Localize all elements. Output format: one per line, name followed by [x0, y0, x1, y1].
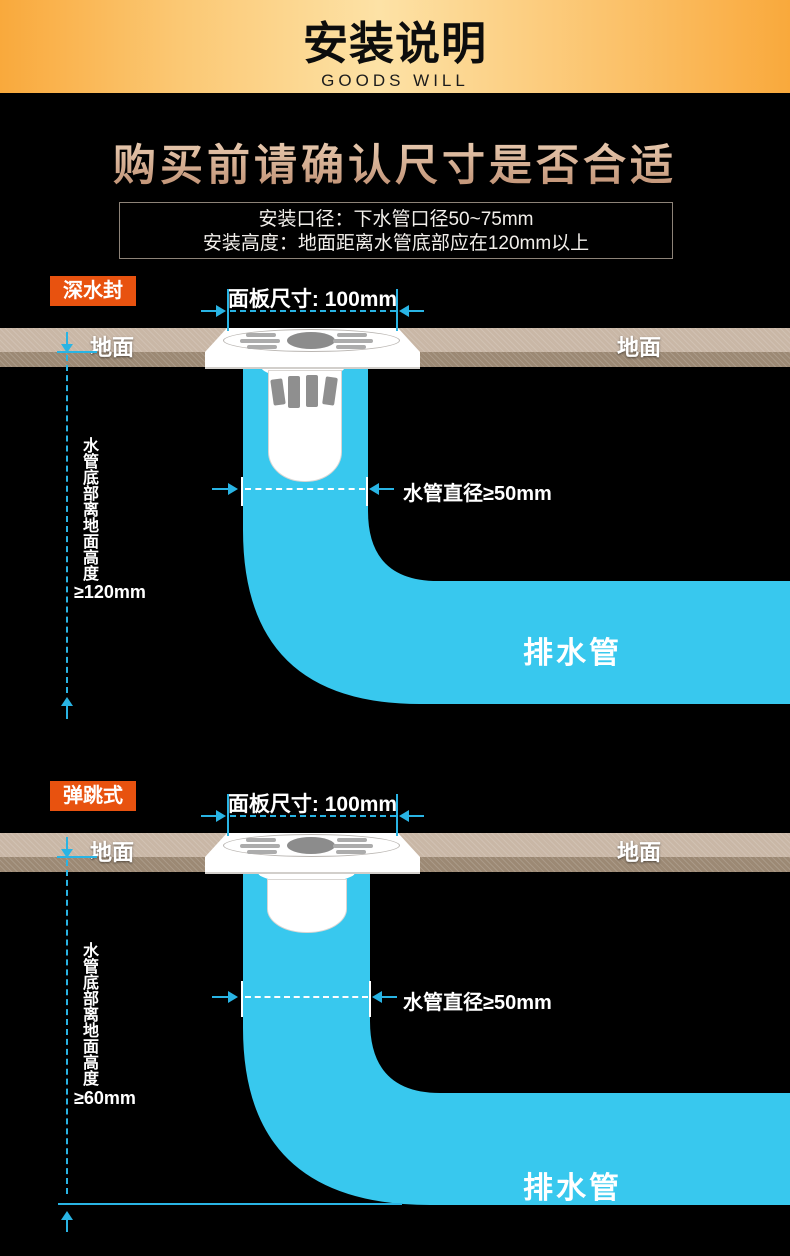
ground-label-right: 地面: [617, 840, 662, 865]
arrow-left-icon: [399, 810, 424, 822]
diameter-dash-line: [245, 996, 368, 998]
core-slot: [322, 376, 338, 406]
grate-slot: [247, 345, 277, 349]
panel-size-dash-line: [230, 815, 396, 817]
arrow-left-icon: [399, 305, 424, 317]
panel-size-label: 面板尺寸: 100mm: [227, 793, 398, 816]
arrow-up-icon: [61, 1211, 73, 1232]
core-slot: [288, 376, 300, 408]
notice-box: 安装口径：下水管口径50~75mm 安装高度：地面距离水管底部应在120mm以上: [119, 202, 673, 259]
drain-panel-front: [205, 857, 420, 874]
drain-core-collar: [258, 872, 355, 883]
height-value: ≥60mm: [74, 1088, 136, 1108]
arrow-up-icon: [61, 697, 73, 719]
grate-slot: [333, 844, 373, 848]
extension-line-left: [227, 289, 229, 331]
height-label: 水管底部离地面高度: [80, 942, 97, 1086]
ground-label-right: 地面: [617, 335, 662, 360]
grate-slot: [337, 333, 367, 337]
diagram-deep-water-seal: 深水封 地面 地面 面板尺寸: 100mm: [0, 270, 790, 760]
grate-slot: [240, 339, 280, 343]
grate-rim: [223, 834, 400, 857]
extension-line-right: [396, 794, 398, 836]
arrow-down-icon: [61, 837, 73, 858]
arrow-right-icon: [201, 810, 226, 822]
page-title: 安装说明: [302, 18, 487, 69]
notice-line-caliber: 安装口径：下水管口径50~75mm: [258, 209, 534, 230]
extension-line-right: [396, 289, 398, 331]
diameter-tick-right: [366, 477, 368, 506]
grate-slot: [336, 850, 366, 854]
drain-core-cylinder: [268, 370, 342, 482]
height-tick: [57, 351, 97, 353]
arrow-left-icon: [372, 991, 397, 1003]
diagram-pop-up-type: 弹跳式 地面 地面 面板尺寸: 100mm: [0, 775, 790, 1256]
grate-slot: [247, 850, 277, 854]
diameter-dash-line: [245, 488, 365, 490]
pipe-label: 排水管: [523, 1172, 622, 1205]
ground-label-left: 地面: [90, 840, 135, 865]
height-tick: [57, 856, 97, 858]
page-subtitle: GOODS WILL: [321, 71, 469, 90]
grate-slot: [246, 333, 276, 337]
arrow-left-icon: [369, 483, 394, 495]
arrow-right-icon: [212, 991, 238, 1003]
grate-slot: [333, 339, 373, 343]
grate-slot: [246, 838, 276, 842]
grate-center: [287, 837, 335, 854]
pipe-label: 排水管: [523, 637, 622, 670]
grate-rim: [223, 329, 400, 352]
grate-slot: [336, 345, 366, 349]
ground-label-left: 地面: [90, 335, 135, 360]
diameter-tick-left: [241, 981, 243, 1017]
grate-slot: [337, 838, 367, 842]
core-slot: [306, 375, 318, 407]
diameter-label: 水管直径≥50mm: [403, 992, 552, 1014]
notice-line-height: 安装高度：地面距离水管底部应在120mm以上: [202, 233, 590, 254]
core-slot: [270, 378, 286, 406]
type-badge: 弹跳式: [50, 781, 136, 811]
diameter-tick-left: [241, 477, 243, 506]
pipe-bottom-reference-line: [58, 1203, 402, 1205]
drain-pipe-shape: [243, 365, 790, 704]
diameter-tick-right: [369, 981, 371, 1017]
notice-title: 购买前请确认尺寸是否合适: [0, 131, 790, 193]
extension-line-left: [227, 794, 229, 836]
grate-slot: [240, 844, 280, 848]
drain-core-cylinder: [267, 879, 347, 933]
drain-pipe-shape: [243, 870, 790, 1205]
height-label: 水管底部离地面高度: [80, 437, 97, 581]
height-dash-line: [66, 860, 68, 1194]
arrow-right-icon: [212, 483, 238, 495]
drain-panel-front: [205, 352, 420, 369]
type-badge: 深水封: [50, 276, 136, 306]
grate-center: [287, 332, 335, 349]
header-banner: 安装说明 GOODS WILL: [0, 0, 790, 93]
panel-size-dash-line: [230, 310, 396, 312]
panel-size-label: 面板尺寸: 100mm: [227, 288, 398, 311]
arrow-right-icon: [201, 305, 226, 317]
height-value: ≥120mm: [74, 582, 146, 602]
arrow-down-icon: [61, 332, 73, 353]
height-dash-line: [66, 355, 68, 693]
diameter-label: 水管直径≥50mm: [403, 483, 552, 505]
